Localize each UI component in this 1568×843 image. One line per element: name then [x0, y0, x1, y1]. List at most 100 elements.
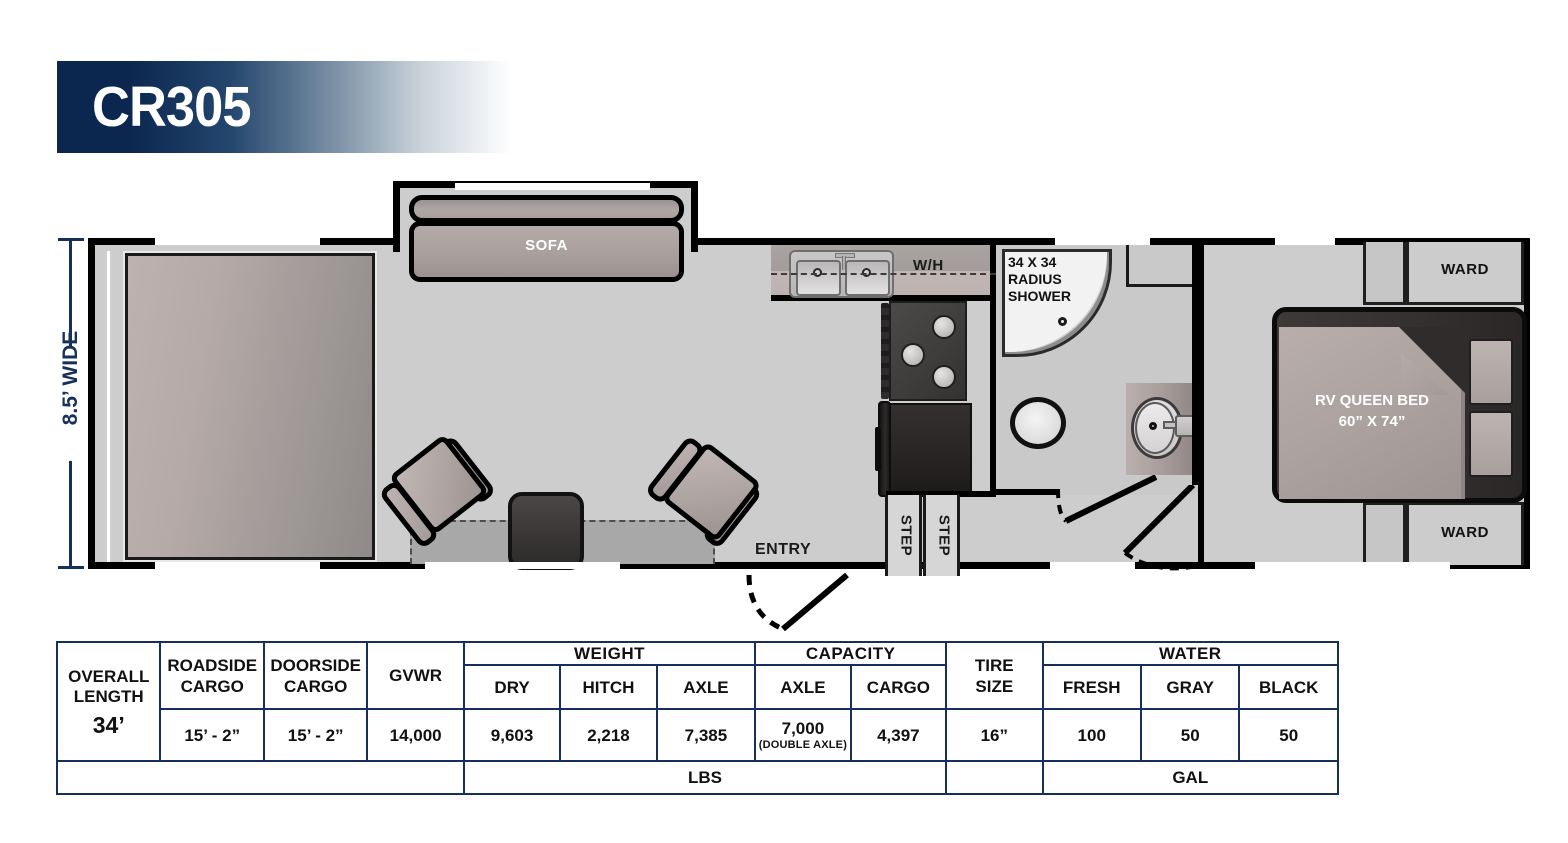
- cell-roadside-cargo-value: 15’ - 2”: [159, 708, 265, 762]
- wardrobe-strip-bottom: [1363, 502, 1406, 565]
- page-title: CR305: [92, 75, 252, 139]
- sofa-label: SOFA: [525, 237, 568, 254]
- width-label: 8.5’ WIDE: [59, 330, 82, 426]
- overall-length-value: 34’: [92, 712, 125, 738]
- group-header-weight: WEIGHT: [462, 641, 757, 666]
- units-lbs: LBS: [462, 760, 948, 795]
- cell-weight-dry-value: 9,603: [462, 708, 562, 762]
- shower-label: 34 X 34 RADIUS SHOWER: [1008, 254, 1071, 305]
- window-top-1: [155, 238, 320, 245]
- cell-water-fresh-value: 100: [1041, 708, 1142, 762]
- side-table: [508, 492, 584, 570]
- title-banner: [57, 61, 512, 153]
- wardrobe-top-label: WARD: [1441, 261, 1489, 278]
- refrigerator: [886, 403, 972, 495]
- trailer-shell: SOFA: [88, 181, 1530, 632]
- stove-side-ridges: [881, 303, 889, 399]
- cell-gvwr-value: 14,000: [366, 708, 465, 762]
- cargo-garage-area: [125, 253, 375, 560]
- step-2: STEP: [923, 495, 960, 576]
- units-gal: GAL: [1041, 760, 1340, 795]
- cell-water-gray-header: GRAY: [1139, 664, 1241, 710]
- doorside-cargo-label-1: DOORSIDE: [270, 655, 362, 675]
- floorplan-diagram: SOFA: [88, 181, 1530, 632]
- step-2-label: STEP: [935, 514, 953, 557]
- sofa-seat: [409, 221, 684, 282]
- bracket-cap-bottom: [58, 566, 84, 569]
- refrigerator-handle: [875, 427, 881, 471]
- table-row-group-headers: OVERALL LENGTH 34’ ROADSIDE CARGO DOORSI…: [55, 641, 1340, 762]
- cell-capacity-axle-value: 7,000 (DOUBLE AXLE): [754, 708, 852, 762]
- cell-overall-length: OVERALL LENGTH 34’: [55, 641, 162, 762]
- kitchen-wall-vertical: [990, 301, 996, 495]
- shower-label-line-1: 34 X 34: [1008, 254, 1057, 270]
- bathroom-wall-bottom: [996, 489, 1058, 495]
- cell-doorside-cargo-value: 15’ - 2”: [262, 708, 369, 762]
- units-spacer-tire: [945, 760, 1044, 795]
- table-row-units: LBS GAL: [56, 760, 1340, 795]
- bathroom-door-swing-1: [1056, 475, 1158, 524]
- window-bottom-4: [1255, 562, 1450, 569]
- bathroom-closet: [1126, 245, 1198, 287]
- kitchen-wall-horizontal: [886, 491, 996, 497]
- sofa-backrest: [409, 195, 684, 223]
- sink-drain-left: [813, 268, 822, 277]
- wardrobe-bottom: WARD: [1406, 502, 1524, 565]
- roadside-cargo-label-1: ROADSIDE: [167, 655, 258, 675]
- overall-length-label-2: LENGTH: [73, 687, 144, 706]
- wardrobe-strip-top: [1363, 242, 1406, 305]
- wardrobe-bottom-label: WARD: [1441, 524, 1489, 541]
- window-top-3: [1275, 238, 1335, 245]
- window-bottom-3: [1050, 562, 1135, 569]
- cell-gvwr-header: GVWR: [366, 641, 465, 710]
- overall-length-label-1: OVERALL: [68, 667, 150, 686]
- capacity-axle-note: (DOUBLE AXLE): [758, 739, 848, 751]
- window-slideout: [455, 183, 650, 190]
- cell-tire-size-value: 16”: [945, 708, 1044, 762]
- water-heater-label: W/H: [913, 257, 944, 274]
- vanity-sink-drain: [1149, 422, 1157, 430]
- cell-weight-axle-header: AXLE: [655, 664, 757, 710]
- step-1: STEP: [885, 495, 922, 576]
- entry-door-swing: [746, 573, 849, 632]
- bedroom-wall-left: [1198, 245, 1204, 562]
- step-1-label: STEP: [897, 514, 915, 557]
- cell-roadside-cargo-header: ROADSIDE CARGO: [159, 641, 265, 710]
- width-dimension-bracket: 8.5’ WIDE: [58, 238, 84, 569]
- cell-water-gray-value: 50: [1139, 708, 1241, 762]
- cell-capacity-cargo-header: CARGO: [849, 664, 948, 710]
- stove-burner-3: [932, 365, 956, 389]
- bed-label: RV QUEEN BED 60” X 74”: [1279, 390, 1465, 432]
- window-bottom-2: [425, 562, 620, 569]
- stove-burner-1: [932, 315, 956, 339]
- entry-label: ENTRY: [755, 541, 812, 558]
- cargo-partition-wall: [105, 251, 112, 562]
- window-bottom-1: [155, 562, 320, 569]
- spec-table-element: OVERALL LENGTH 34’ ROADSIDE CARGO DOORSI…: [55, 641, 1340, 795]
- roadside-cargo-label-2: CARGO: [180, 676, 244, 696]
- bed-pillow-top: [1469, 339, 1513, 405]
- stove-burner-2: [901, 343, 925, 367]
- sink-basin-left: [796, 260, 841, 296]
- sink-drain-right: [862, 268, 871, 277]
- specifications-table: OVERALL LENGTH 34’ ROADSIDE CARGO DOORSI…: [55, 641, 1340, 795]
- cell-doorside-cargo-header: DOORSIDE CARGO: [262, 641, 369, 710]
- table-row-values: 15’ - 2” 15’ - 2” 14,000 9,603 2,218 7,3…: [57, 708, 1339, 762]
- countertop-edge-line: [771, 273, 996, 275]
- group-header-capacity: CAPACITY: [754, 641, 948, 666]
- bathroom-door-swing-2: [1122, 485, 1196, 571]
- tire-size-label-2: SIZE: [975, 676, 1014, 696]
- cell-weight-hitch-header: HITCH: [559, 664, 658, 710]
- cell-capacity-axle-header: AXLE: [754, 664, 852, 710]
- shower-drain-icon: [1058, 317, 1067, 326]
- toilet: [1010, 397, 1066, 449]
- units-spacer-left: [56, 760, 465, 795]
- table-row-sub-headers: DRY HITCH AXLE AXLE CARGO FRESH GRAY BLA…: [57, 664, 1339, 710]
- bathroom-wall-right: [1192, 245, 1198, 485]
- bracket-line-top: [69, 238, 72, 346]
- cell-weight-hitch-value: 2,218: [559, 708, 658, 762]
- cell-tire-size-header: TIRE SIZE: [945, 641, 1044, 710]
- doorside-cargo-label-2: CARGO: [284, 676, 348, 696]
- cell-water-black-value: 50: [1238, 708, 1339, 762]
